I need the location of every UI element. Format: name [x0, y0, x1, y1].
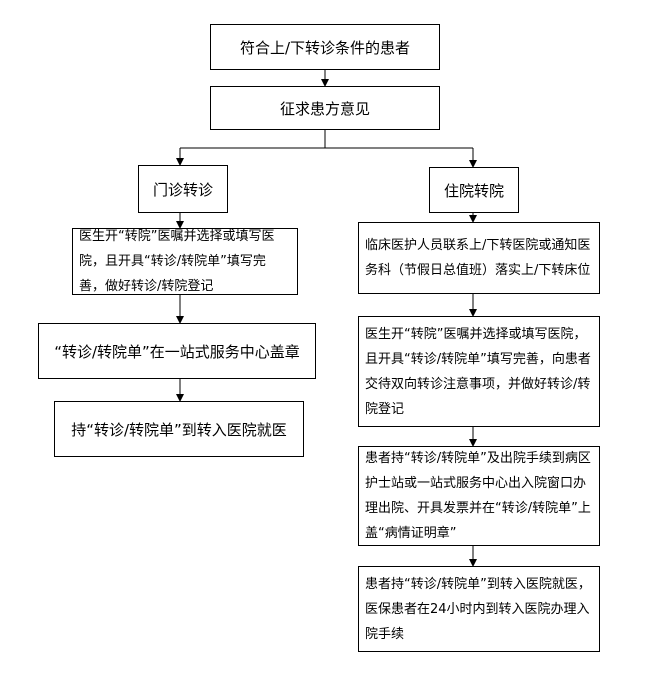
inpatient-step3-text: 患者持“转诊/转院单”及出院手续到病区护士站或一站式服务中心出入院窗口办理出院、… [365, 451, 591, 541]
outpatient-step1-box: 医生开“转院”医嘱并选择或填写医院，且开具“转诊/转院单”填写完善，做好转诊/转… [72, 228, 298, 295]
consult-text: 征求患方意见 [279, 99, 370, 118]
inpatient-title: 住院转院 [443, 181, 504, 200]
outpatient-title-box: 门诊转诊 [138, 165, 228, 213]
outpatient-title: 门诊转诊 [152, 180, 213, 199]
inpatient-step1-box: 临床医护人员联系上/下转医院或通知医务科（节假日总值班）落实上/下转床位 [358, 222, 600, 294]
start-text: 符合上/下转诊条件的患者 [239, 38, 411, 57]
outpatient-step1-text: 医生开“转院”医嘱并选择或填写医院，且开具“转诊/转院单”填写完善，做好转诊/转… [79, 229, 275, 294]
inpatient-step2-box: 医生开“转院”医嘱并选择或填写医院，且开具“转诊/转院单”填写完善，向患者交待双… [358, 316, 600, 427]
inpatient-title-box: 住院转院 [429, 167, 519, 213]
inpatient-step4-box: 患者持“转诊/转院单”到转入医院就医，医保患者在24小时内到转入医院办理入院手续 [358, 566, 600, 652]
outpatient-step2-text: “转诊/转院单”在一站式服务中心盖章 [54, 342, 300, 361]
consult-box: 征求患方意见 [210, 86, 440, 130]
inpatient-step2-text: 医生开“转院”医嘱并选择或填写医院，且开具“转诊/转院单”填写完善，向患者交待双… [365, 326, 591, 417]
outpatient-step3-text: 持“转诊/转院单”到转入医院就医 [71, 420, 287, 439]
start-box: 符合上/下转诊条件的患者 [210, 24, 440, 70]
outpatient-step3-box: 持“转诊/转院单”到转入医院就医 [54, 401, 304, 457]
inpatient-step3-box: 患者持“转诊/转院单”及出院手续到病区护士站或一站式服务中心出入院窗口办理出院、… [358, 446, 600, 546]
outpatient-step2-box: “转诊/转院单”在一站式服务中心盖章 [38, 323, 316, 379]
inpatient-step1-text: 临床医护人员联系上/下转医院或通知医务科（节假日总值班）落实上/下转床位 [365, 238, 591, 278]
inpatient-step4-text: 患者持“转诊/转院单”到转入医院就医，医保患者在24小时内到转入医院办理入院手续 [365, 576, 591, 642]
